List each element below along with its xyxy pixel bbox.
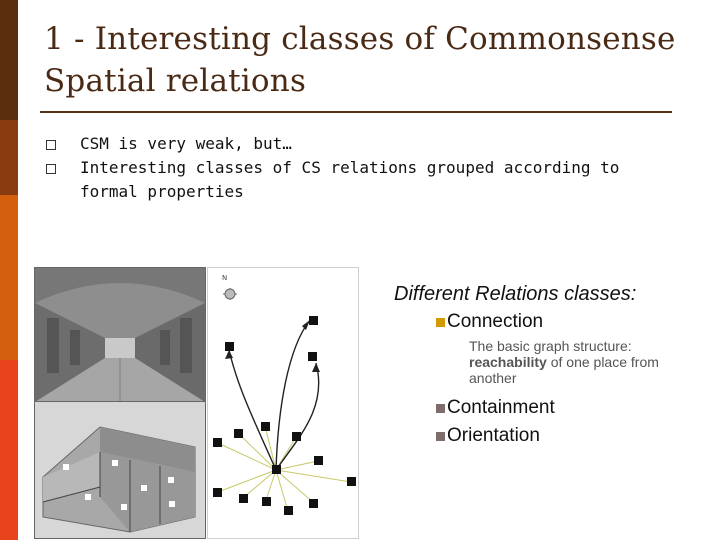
compass-label: N (222, 274, 227, 282)
graph-node (239, 494, 248, 503)
relations-heading: Different Relations classes: (394, 283, 637, 305)
bullet-text: Interesting classes of CS relations grou… (80, 158, 620, 201)
bullet-list: CSM is very weak, but… Interesting class… (46, 132, 686, 204)
connection-note: The basic graph structure: reachability … (469, 338, 699, 386)
title-underline (40, 111, 672, 113)
note-prefix: The basic graph structure: (469, 338, 632, 354)
hallway-drawing (35, 268, 205, 402)
graph-node (309, 316, 318, 325)
graph-node (284, 506, 293, 515)
graph-node (234, 429, 243, 438)
bullet-item: Interesting classes of CS relations grou… (46, 156, 686, 204)
connection-graph: N (207, 267, 359, 539)
square-bullet-icon (46, 140, 56, 150)
left-bar-segment (0, 0, 18, 120)
graph-node (225, 342, 234, 351)
relation-class-orientation: Orientation (436, 422, 704, 450)
graph-node (309, 499, 318, 508)
graph-node (213, 438, 222, 447)
relation-class-containment: Containment (436, 394, 704, 422)
relations-classes-panel: Different Relations classes: Connection … (394, 280, 704, 450)
floorplan-image (34, 401, 206, 539)
bullet-text: CSM is very weak, but… (80, 134, 292, 153)
gray-square-icon (436, 431, 445, 441)
graph-drawing: N (213, 274, 356, 515)
square-bullet-icon (46, 164, 56, 174)
note-suffix: of one place from another (469, 354, 659, 386)
gray-square-icon (436, 403, 445, 413)
hallway-image (34, 267, 206, 403)
left-bar-segment (0, 120, 18, 195)
graph-node (314, 456, 323, 465)
left-bar-segment (0, 360, 18, 540)
graph-nodes (213, 316, 356, 515)
graph-node (308, 352, 317, 361)
graph-node (292, 432, 301, 441)
compass-icon: N (222, 274, 237, 300)
graph-node (261, 422, 270, 431)
note-bold-term: reachability (469, 354, 547, 370)
graph-node (347, 477, 356, 486)
relation-class-connection: Connection (436, 308, 704, 336)
left-bar-segment (0, 195, 18, 360)
slide-title: 1 - Interesting classes of Commonsense S… (44, 21, 676, 99)
graph-node (213, 488, 222, 497)
relation-class-label: Containment (447, 397, 555, 418)
graph-node (262, 497, 271, 506)
gold-square-icon (436, 317, 445, 327)
floorplan-drawing (35, 402, 205, 538)
graph-node (272, 465, 281, 474)
bullet-item: CSM is very weak, but… (46, 132, 686, 156)
relation-class-label: Connection (447, 311, 544, 332)
relation-class-label: Orientation (447, 425, 540, 446)
